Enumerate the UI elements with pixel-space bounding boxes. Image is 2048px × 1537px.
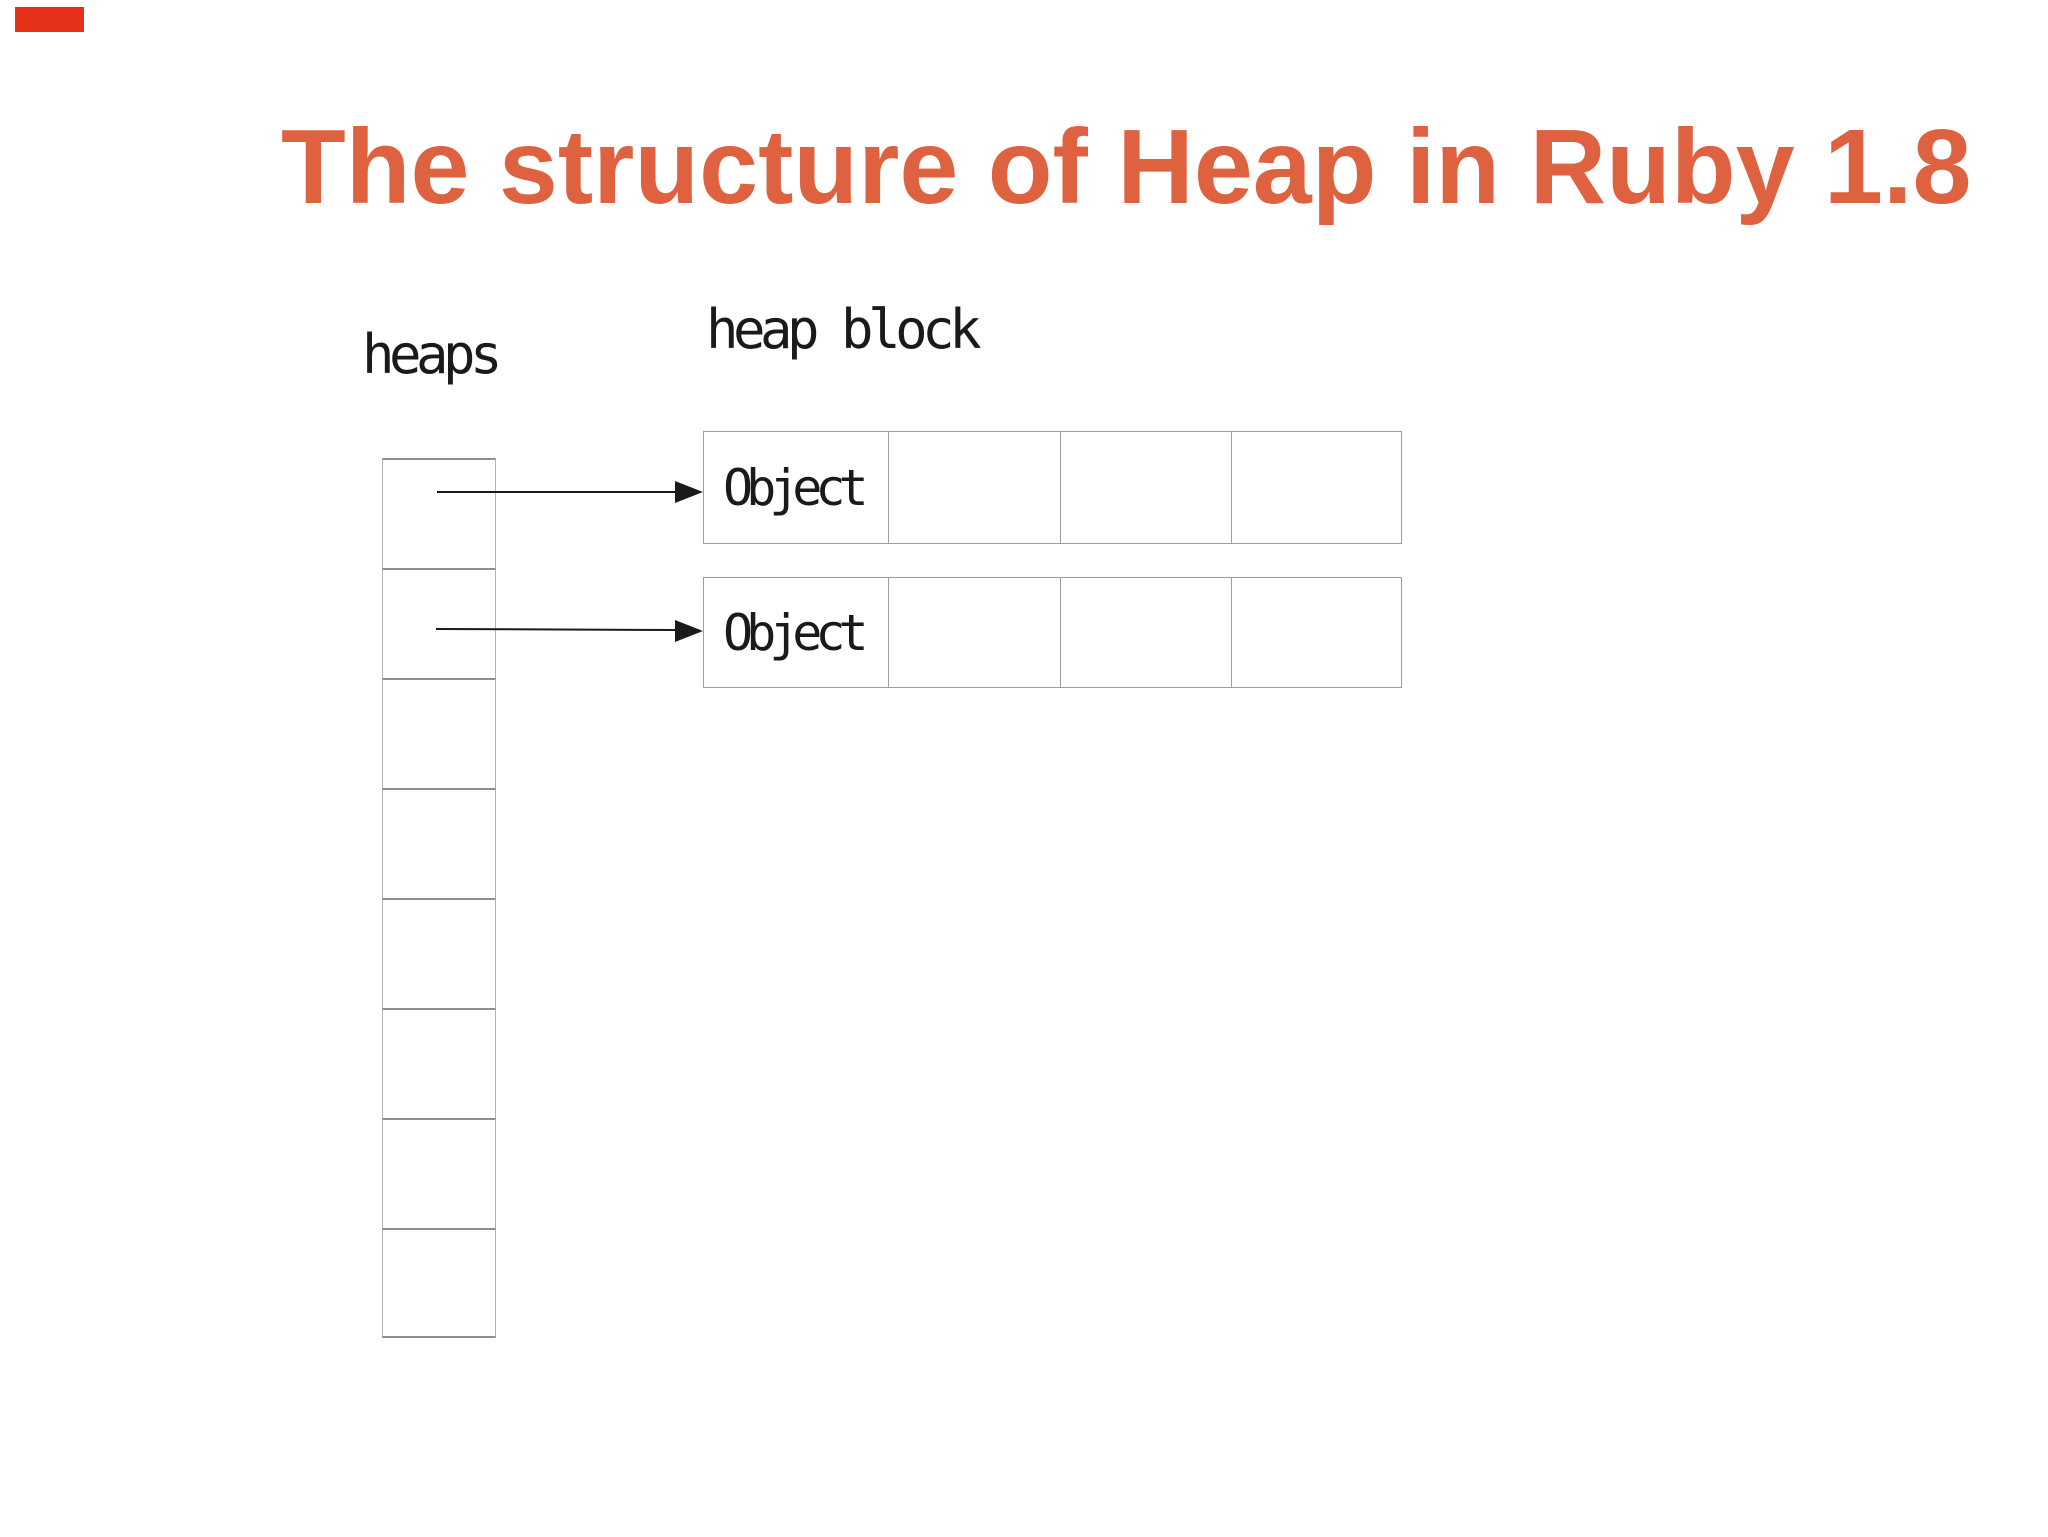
heaps-label: heaps <box>362 323 503 386</box>
heap-block-cell: Object <box>704 578 889 687</box>
heaps-slot <box>382 458 496 568</box>
slide-progress-marker <box>15 7 84 32</box>
heap-block-cell <box>1232 432 1401 543</box>
heap-block-cell <box>889 432 1061 543</box>
heaps-slot <box>382 788 496 898</box>
heap-block-row: Object <box>703 431 1402 544</box>
heaps-slot <box>382 1008 496 1118</box>
heaps-slot <box>382 1118 496 1228</box>
heap-block-row: Object <box>703 577 1402 688</box>
heaps-slot <box>382 678 496 788</box>
heaps-slot <box>382 898 496 1008</box>
heap-block-label: heap block <box>706 298 982 361</box>
slide-title: The structure of Heap in Ruby 1.8 <box>281 108 1972 226</box>
heaps-slot <box>382 568 496 678</box>
heap-block-cell <box>1232 578 1401 687</box>
heaps-column <box>382 458 496 1338</box>
object-label: Object <box>723 603 869 662</box>
heaps-slot <box>382 1228 496 1338</box>
heap-block-cell <box>1061 432 1232 543</box>
object-label: Object <box>723 458 869 517</box>
heap-block-cell <box>889 578 1061 687</box>
heap-block-cell <box>1061 578 1232 687</box>
heap-block-cell: Object <box>704 432 889 543</box>
